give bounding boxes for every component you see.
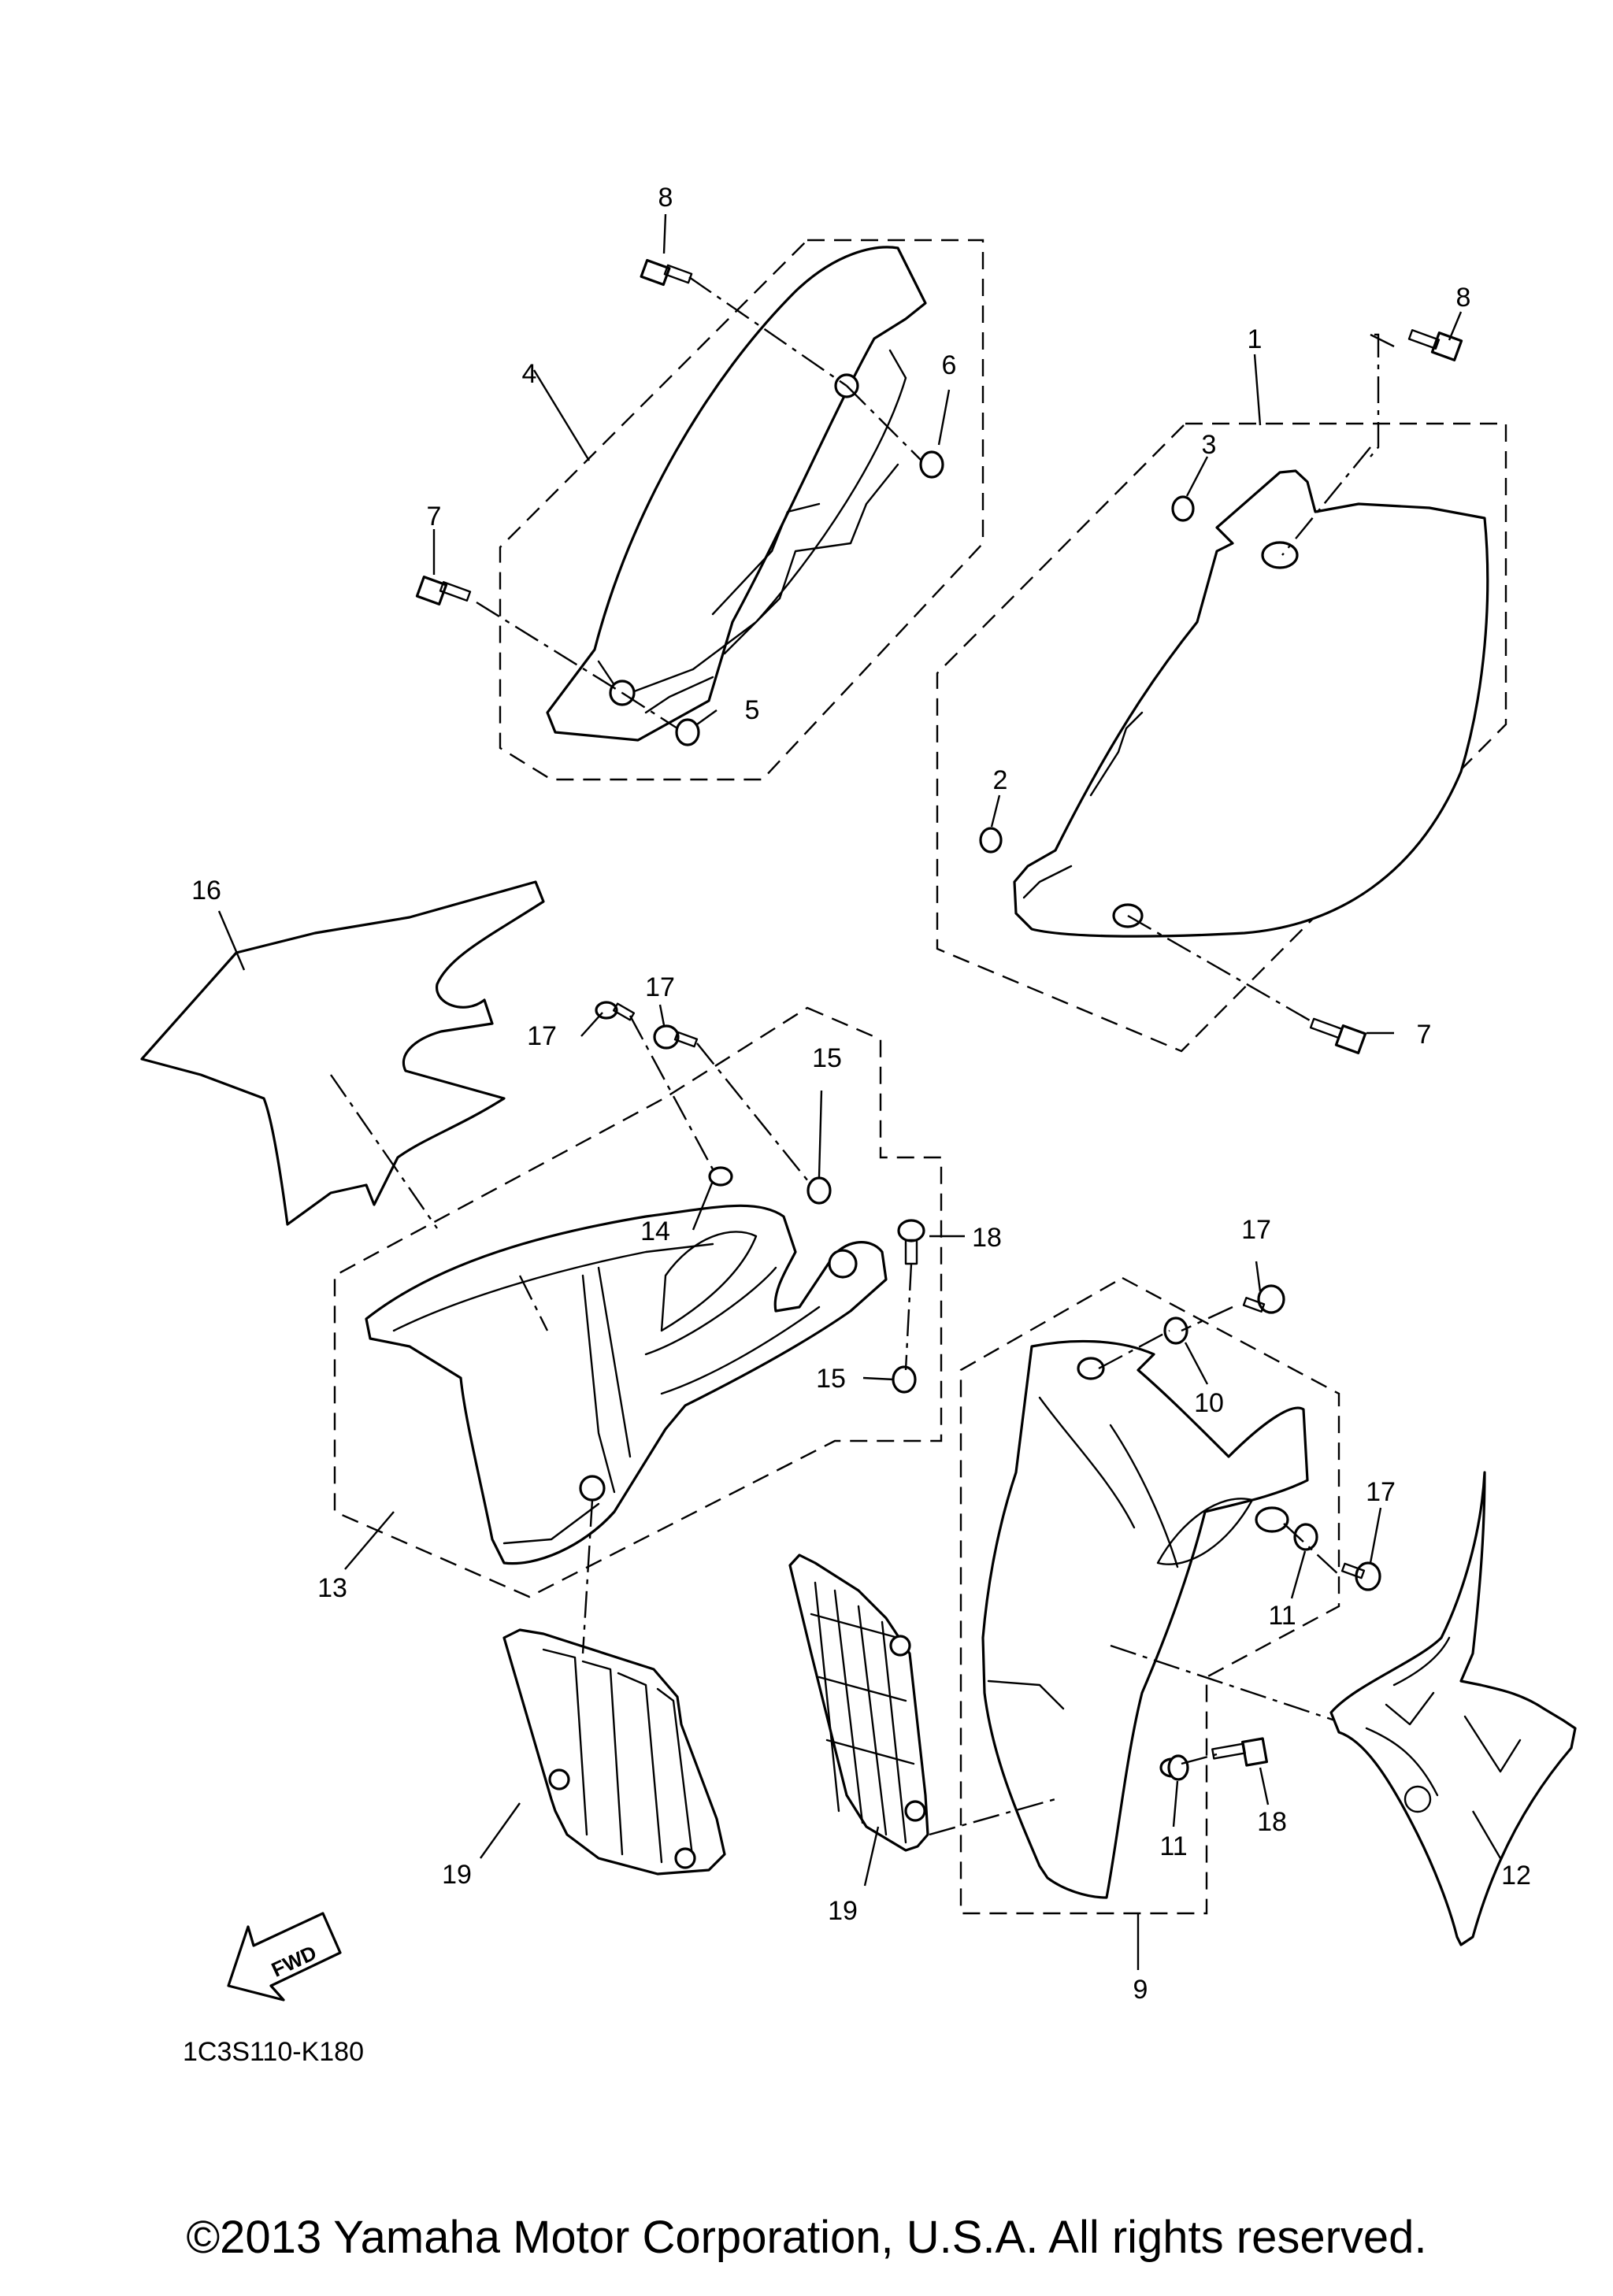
part-12-graphic — [1329, 1471, 1577, 1946]
callout-15: 15 — [812, 1043, 842, 1073]
callout-1: 1 — [1248, 324, 1263, 354]
part-13-shroud-group — [333, 1006, 943, 1598]
side-cover-4[interactable] — [546, 246, 927, 742]
forward-arrow-icon — [227, 1912, 342, 2002]
grommet-icon[interactable] — [1293, 1523, 1318, 1551]
screw-icon[interactable] — [1242, 1284, 1285, 1314]
radiator-shroud-13[interactable] — [365, 1204, 888, 1565]
dashed-boundary-4 — [499, 239, 984, 781]
leader-lines — [217, 213, 1502, 1970]
bolt-icon[interactable] — [1211, 1737, 1269, 1767]
callout-7: 7 — [1417, 1020, 1432, 1050]
callout-17: 17 — [1366, 1477, 1396, 1507]
callout-5: 5 — [745, 695, 760, 725]
callout-19: 19 — [442, 1860, 472, 1890]
grommet-icon[interactable] — [892, 1365, 917, 1394]
bolt-icon[interactable] — [1407, 329, 1463, 361]
callout-16: 16 — [191, 876, 221, 905]
mount-hole — [828, 1249, 858, 1279]
callout-17: 17 — [527, 1021, 557, 1051]
callout-17: 17 — [1241, 1215, 1271, 1245]
louver-pin — [889, 1635, 911, 1657]
mount-hole — [1077, 1357, 1105, 1380]
callout-14: 14 — [640, 1217, 670, 1246]
bolt-icon[interactable] — [897, 1219, 925, 1265]
part-19-louver-right — [788, 1554, 929, 1852]
part-1-side-cover-group — [936, 422, 1507, 1053]
callout-17: 17 — [645, 972, 675, 1002]
side-cover-1[interactable] — [1013, 469, 1489, 938]
callout-10: 10 — [1194, 1388, 1224, 1418]
louver-pin — [904, 1800, 926, 1822]
louver-pin — [548, 1768, 570, 1791]
center-lines — [330, 276, 1395, 1836]
grommet-icon[interactable] — [1171, 495, 1195, 522]
washer-icon[interactable] — [675, 718, 700, 746]
part-4-side-cover-group — [499, 239, 984, 781]
callout-11: 11 — [1159, 1831, 1187, 1861]
louver-pin — [674, 1847, 696, 1869]
grommet-icon[interactable] — [708, 1166, 733, 1187]
bolt-icon[interactable] — [1309, 1017, 1367, 1054]
callout-18: 18 — [1257, 1807, 1287, 1837]
callout-6: 6 — [942, 350, 957, 380]
part-19-louver-left — [502, 1628, 726, 1876]
fasteners — [415, 258, 1463, 1781]
callout-15: 15 — [816, 1364, 846, 1394]
bolt-icon[interactable] — [640, 258, 693, 287]
callout-8: 8 — [1456, 283, 1471, 313]
yamaha-emblem-icon — [1403, 1785, 1432, 1813]
screw-icon[interactable] — [653, 1024, 699, 1050]
screw-icon[interactable] — [1340, 1561, 1381, 1591]
callout-7: 7 — [427, 502, 442, 531]
washer-icon[interactable] — [919, 450, 944, 479]
mount-hole — [1261, 541, 1299, 569]
callout-labels: 8 4 6 7 5 8 1 3 2 7 16 17 17 15 14 18 15… — [191, 183, 1531, 2005]
diagram-code: 1C3S110-K180 — [183, 2037, 364, 2067]
part-9-shroud-group — [959, 1276, 1340, 1915]
callout-18: 18 — [972, 1223, 1002, 1253]
decal-16[interactable] — [140, 880, 545, 1226]
bolt-icon[interactable] — [415, 576, 472, 605]
callout-11: 11 — [1268, 1601, 1296, 1631]
mount-hole — [1255, 1506, 1289, 1533]
fwd-arrow: FWD — [227, 1912, 342, 2002]
callout-13: 13 — [317, 1573, 347, 1603]
louver-19-left[interactable] — [502, 1628, 726, 1876]
grommet-icon[interactable] — [806, 1176, 832, 1205]
callout-8: 8 — [658, 183, 673, 213]
screw-icon[interactable] — [595, 1001, 636, 1021]
callout-4: 4 — [522, 359, 537, 389]
grommet-icon[interactable] — [1163, 1316, 1188, 1345]
grommet-icon[interactable] — [1167, 1754, 1189, 1781]
grommet-icon[interactable] — [979, 827, 1003, 854]
dashed-boundary-9 — [959, 1276, 1340, 1915]
dashed-boundary-13 — [333, 1006, 943, 1598]
callout-12: 12 — [1501, 1861, 1531, 1890]
callout-2: 2 — [993, 765, 1008, 795]
shroud-graphic-12[interactable] — [1329, 1471, 1577, 1946]
louver-19-right[interactable] — [788, 1554, 929, 1852]
dashed-boundary-1 — [936, 422, 1507, 1053]
callout-19: 19 — [828, 1896, 858, 1926]
copyright-notice: ©2013 Yamaha Motor Corporation, U.S.A. A… — [186, 2212, 1427, 2263]
callout-3: 3 — [1202, 430, 1217, 460]
part-16-decal — [140, 880, 545, 1226]
callout-9: 9 — [1133, 1975, 1148, 2005]
mount-hole — [579, 1475, 606, 1502]
